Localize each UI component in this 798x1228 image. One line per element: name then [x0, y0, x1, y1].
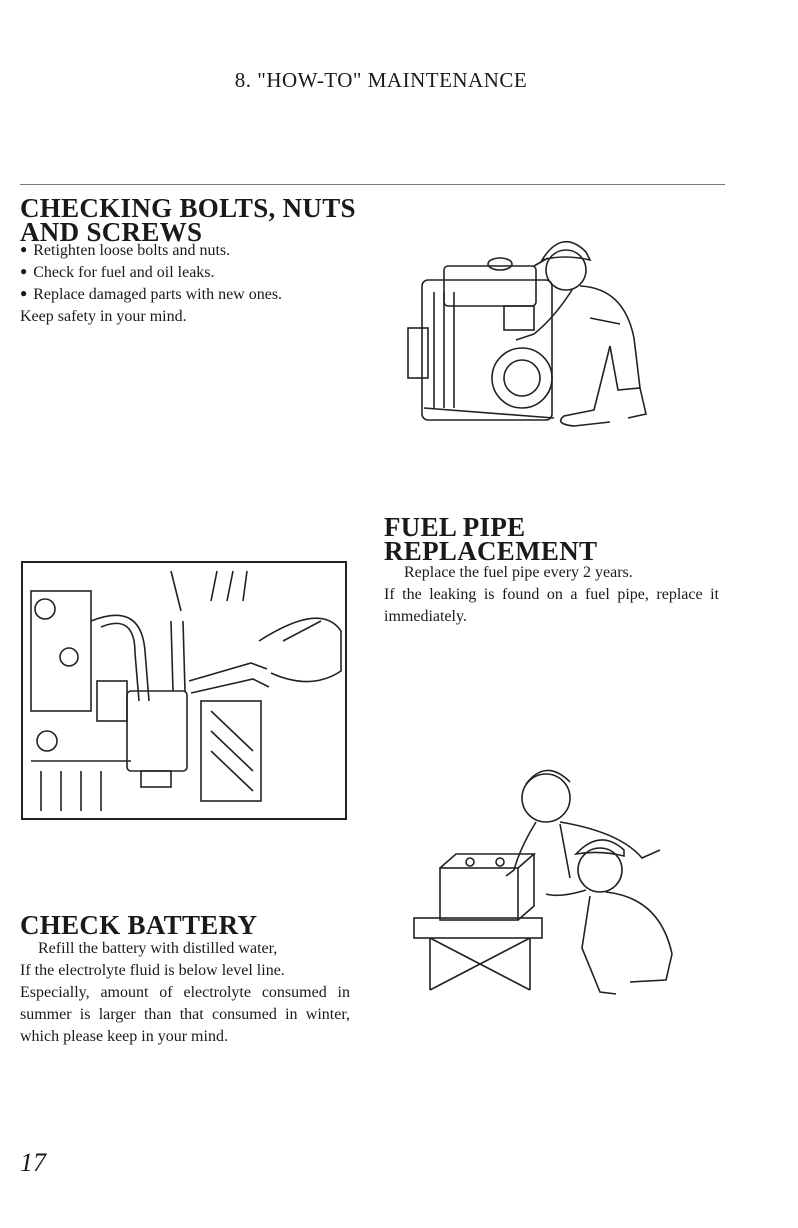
bolts-bullet-1: Retighten loose bolts and nuts. [20, 240, 365, 262]
battery-line1: Refill the battery with distilled water, [38, 940, 278, 957]
fuel-pipe-heading-line2: REPLACEMENT [384, 536, 598, 566]
fuel-pipe-section-body: Replace the fuel pipe every 2 years. If … [384, 562, 719, 628]
bolts-bullet-3: Replace damaged parts with new ones. [20, 284, 365, 306]
battery-check-illustration [410, 758, 680, 1020]
page-header: 8. "HOW-TO" MAINTENANCE [234, 68, 528, 92]
page-number: 17 [20, 1148, 46, 1177]
fuel-pipe-section-heading: FUEL PIPE REPLACEMENT [384, 512, 764, 566]
mechanic-engine-illustration [404, 218, 666, 433]
fuel-pipe-heading-line1: FUEL PIPE [384, 512, 526, 542]
bolts-heading-line1: CHECKING BOLTS, NUTS [20, 193, 356, 223]
fuel-pipe-pliers-illustration [21, 561, 347, 820]
fuel-pipe-line2: If the leaking is found on a fuel pipe, … [384, 586, 719, 625]
battery-section-heading: CHECK BATTERY [20, 910, 258, 940]
battery-section-body: Refill the battery with distilled water,… [20, 938, 350, 1048]
header-rule [20, 184, 725, 185]
battery-line3: Especially, amount of electrolyte consum… [20, 984, 350, 1045]
battery-line2: If the electrolyte fluid is below level … [20, 962, 285, 979]
fuel-pipe-line1: Replace the fuel pipe every 2 years. [404, 564, 633, 581]
bolts-note: Keep safety in your mind. [20, 308, 187, 325]
bolts-section-body: Retighten loose bolts and nuts. Check fo… [20, 240, 365, 328]
bolts-section-heading: CHECKING BOLTS, NUTS AND SCREWS [20, 193, 380, 246]
bolts-bullet-2: Check for fuel and oil leaks. [20, 262, 365, 284]
